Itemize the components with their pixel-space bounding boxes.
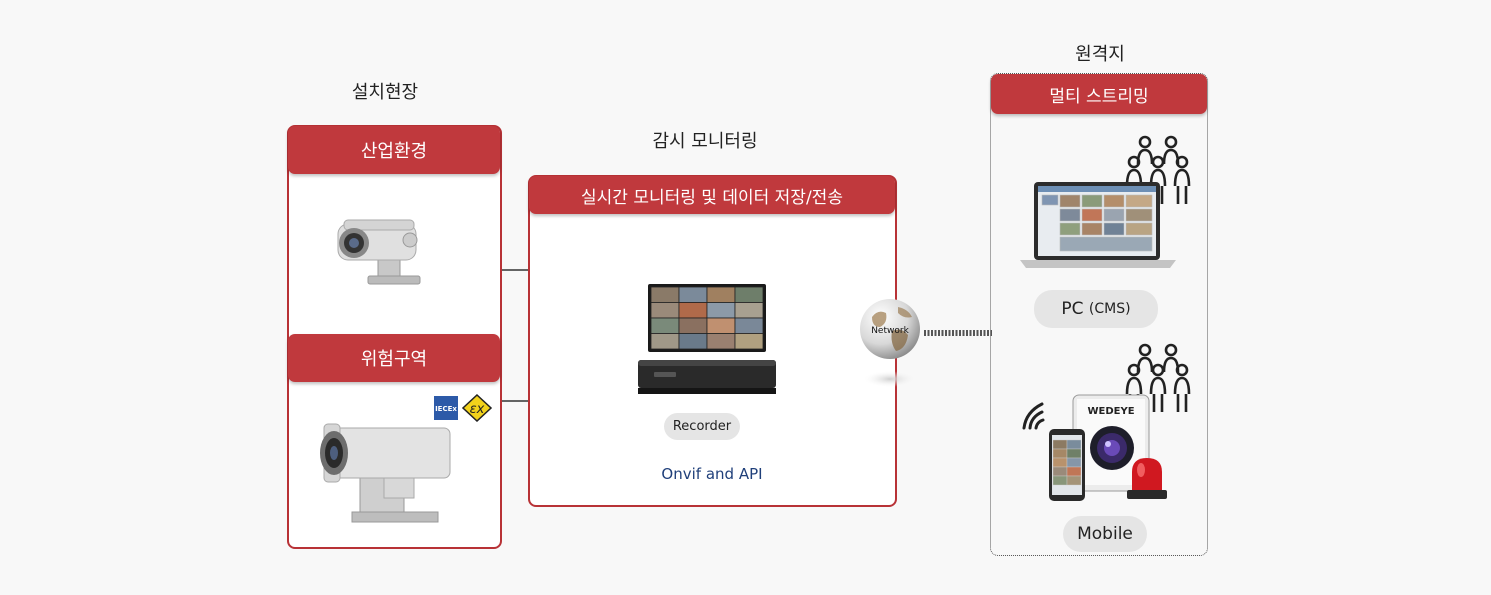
pc-label-main: PC xyxy=(1061,299,1084,319)
remote-panel-header: 멀티 스트리밍 xyxy=(991,74,1207,114)
site-title: 설치현장 xyxy=(351,82,419,103)
camera-icon xyxy=(337,219,421,285)
remote-panel xyxy=(990,73,1208,556)
pc-label-sub: (CMS) xyxy=(1088,301,1131,317)
network-label: Network xyxy=(871,326,909,336)
monitoring-title: 감시 모니터링 xyxy=(652,131,758,152)
pc-label: PC (CMS) xyxy=(1034,290,1158,328)
protocol-label: Onvif and API xyxy=(661,465,763,483)
tablet-icon: WEDEYE xyxy=(1072,394,1150,492)
laptop-icon xyxy=(1020,182,1176,268)
iecex-badge-text: IECEx xyxy=(435,405,457,413)
siren-icon xyxy=(1127,458,1167,499)
app-logo-text: WEDEYE xyxy=(1087,406,1134,417)
ex-mark-icon: εx xyxy=(462,394,492,422)
remote-title: 원격지 xyxy=(1075,44,1125,65)
globe-icon: Network xyxy=(860,299,920,387)
recorder-icon xyxy=(638,360,776,394)
recorder-label: Recorder xyxy=(664,413,740,440)
mobile-label: Mobile xyxy=(1063,516,1147,552)
hazard-header: 위험구역 xyxy=(288,334,500,382)
monitoring-panel-header: 실시간 모니터링 및 데이터 저장/전송 xyxy=(529,176,895,214)
industrial-header: 산업환경 xyxy=(288,126,500,174)
iecex-badge-icon: IECEx xyxy=(434,396,458,420)
monitor-icon xyxy=(648,284,766,352)
svg-text:εx: εx xyxy=(470,402,485,417)
explosion-proof-camera-icon xyxy=(320,423,451,523)
wifi-signal-icon xyxy=(1022,402,1045,430)
smartphone-icon xyxy=(1049,429,1085,501)
